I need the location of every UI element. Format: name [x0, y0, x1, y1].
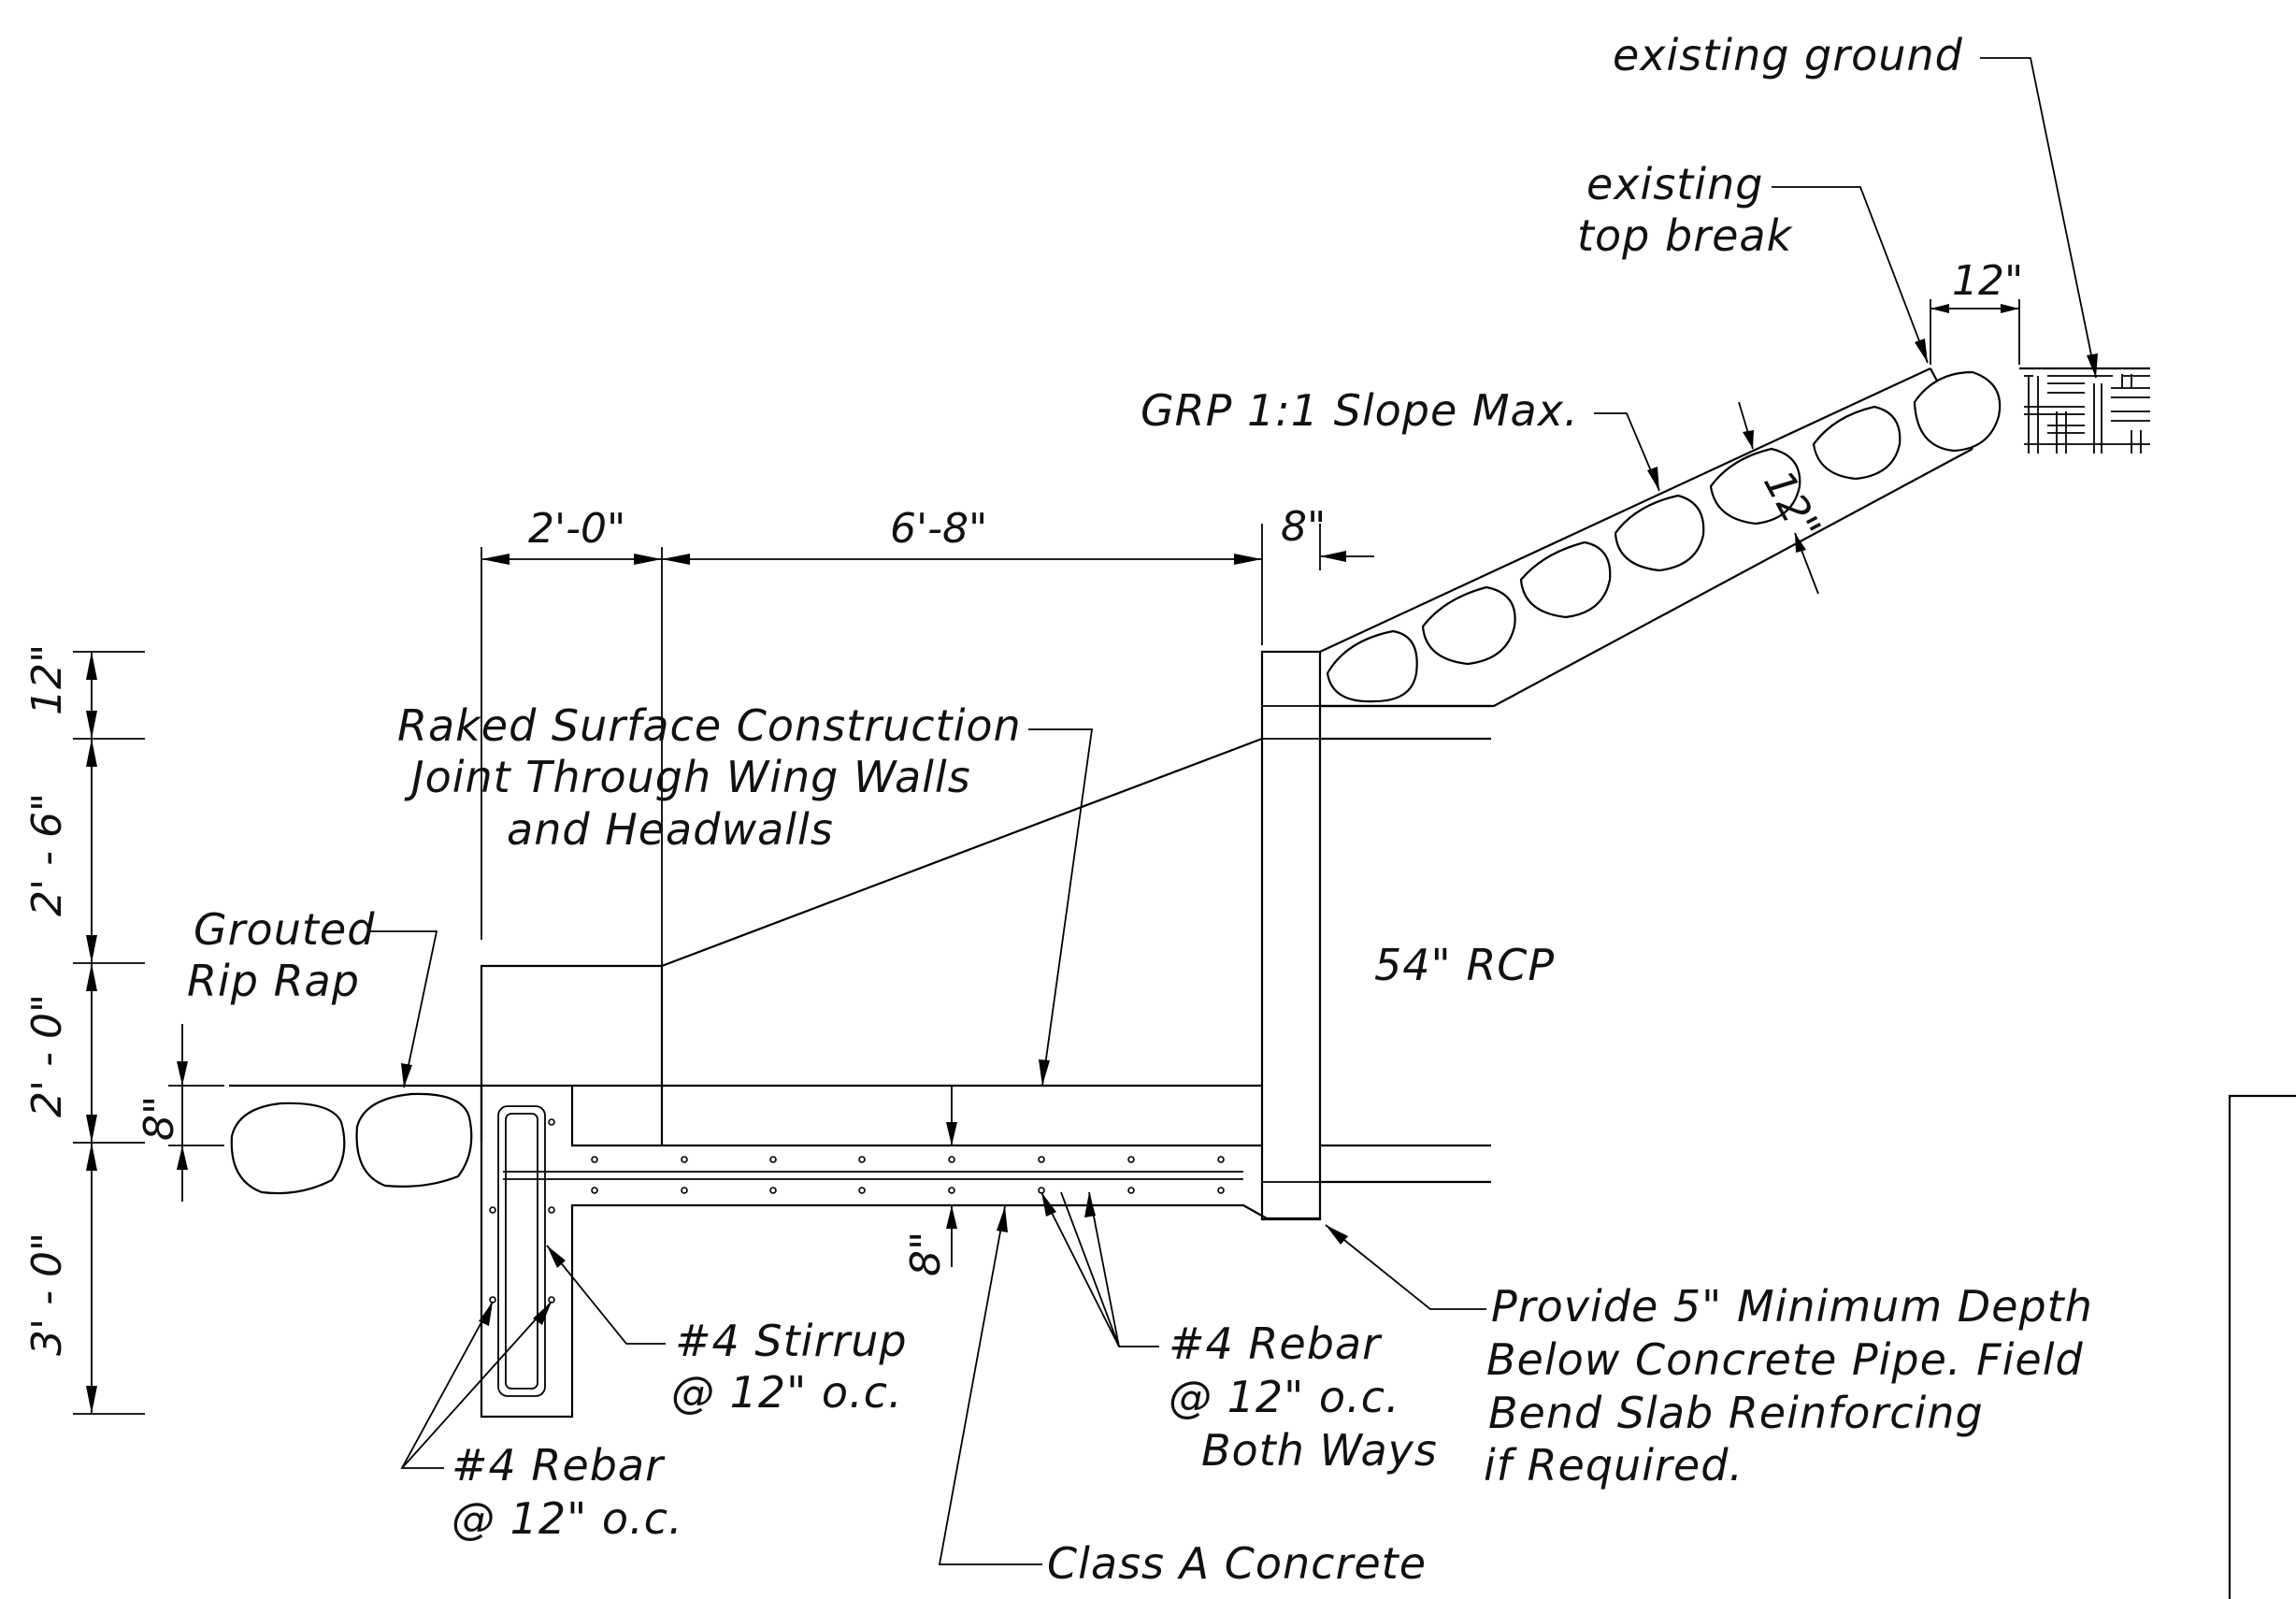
dim-vert-2-6: 2' - 6" [23, 793, 71, 916]
stirrup-label-1: #4 Stirrup [675, 1316, 908, 1366]
existing-top-break-label-1: existing [1586, 159, 1763, 209]
dim-slab-8in: 8" [902, 1232, 950, 1276]
rebar-slab-label-2: @ 12" o.c. [1169, 1372, 1400, 1422]
reinforcing-steel [489, 1105, 1243, 1397]
sheet-border [2228, 1094, 2296, 1599]
rebar-left-label-2: @ 12" o.c. [452, 1493, 683, 1544]
grouted-riprap-rocks [230, 1092, 473, 1195]
class-a-concrete-label: Class A Concrete [1047, 1538, 1427, 1589]
construction-joint-label-2: Joint Through Wing Walls [404, 752, 971, 802]
dim-vert-12in: 12" [23, 644, 71, 715]
pipe-label: 54" RCP [1374, 940, 1555, 990]
existing-ground-hatch [2019, 367, 2150, 454]
dim-width-8in: 8" [1281, 503, 1326, 551]
existing-top-break-label-2: top break [1577, 210, 1794, 261]
rebar-slab-label-3: Both Ways [1201, 1425, 1438, 1476]
leader-lines [369, 57, 2098, 1565]
provide-depth-label-3: Bend Slab Reinforcing [1488, 1388, 1984, 1438]
slope-note-label: GRP 1:1 Slope Max. [1141, 385, 1579, 436]
grouted-riprap-label-1: Grouted [194, 904, 375, 955]
dim-vert-3-0: 3' - 0" [23, 1232, 71, 1356]
existing-ground-label: existing ground [1613, 30, 1963, 80]
slope-riprap [1319, 367, 2002, 708]
construction-joint-label-1: Raked Surface Construction [397, 700, 1022, 751]
stirrup-label-2: @ 12" o.c. [671, 1367, 903, 1418]
rebar-slab-label-1: #4 Rebar [1169, 1318, 1383, 1369]
grouted-riprap-label-2: Rip Rap [187, 956, 360, 1006]
construction-joint-label-3: and Headwalls [507, 804, 834, 855]
dim-top-12in: 12" [1952, 257, 2023, 305]
dimension-lines [73, 299, 2020, 1415]
provide-depth-label-2: Below Concrete Pipe. Field [1486, 1334, 2084, 1385]
provide-depth-label-4: if Required. [1484, 1440, 1744, 1491]
rebar-left-label-1: #4 Rebar [452, 1440, 666, 1491]
dim-width-2-0: 2'-0" [528, 505, 625, 553]
dim-vert-2-0: 2' - 0" [23, 994, 71, 1117]
rebar-dots [489, 1118, 1225, 1304]
provide-depth-label-1: Provide 5" Minimum Depth [1491, 1281, 2093, 1332]
dim-width-6-8: 6'-8" [890, 505, 987, 553]
dim-riprap-8in: 8" [136, 1096, 183, 1141]
